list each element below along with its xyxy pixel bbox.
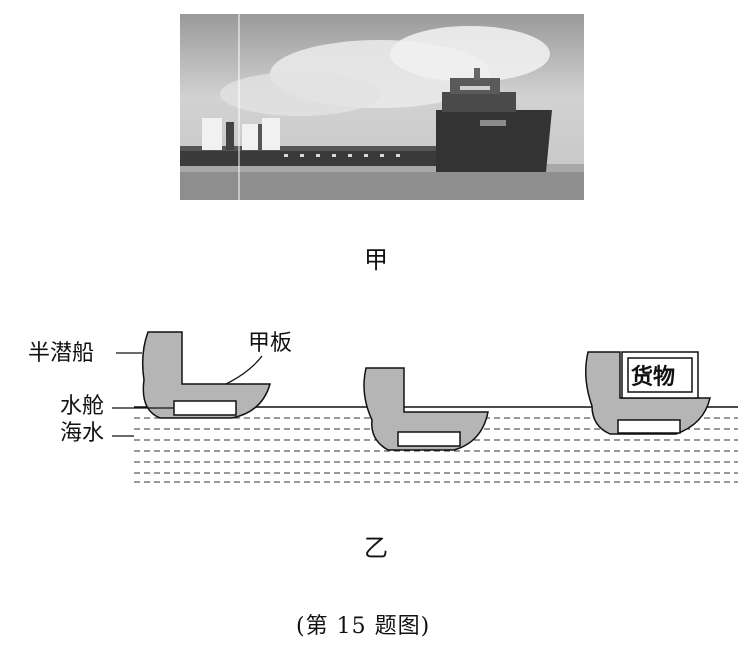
cargo-box-inner [627, 357, 693, 393]
ship-1-hull [141, 331, 271, 419]
ship-3-tank [617, 419, 681, 434]
label-deck: 甲板 [248, 331, 292, 356]
label-sea: 海水 [60, 421, 104, 446]
label-tank: 水舱 [60, 394, 104, 419]
label-ship: 半潜船 [28, 341, 94, 366]
ship-2-hull [363, 367, 489, 451]
ship-1-tank [173, 400, 237, 416]
diagram-caption: 乙 [364, 534, 388, 562]
ship-3-hull [585, 351, 711, 435]
ship-photo [180, 14, 584, 200]
photo-caption: 甲 [364, 246, 388, 274]
loading-diagram: 货物 半潜船 甲板 水舱 海水 [28, 331, 738, 483]
cargo-label: 货物 [631, 364, 675, 390]
ship-2-tank [397, 431, 461, 447]
figure-caption: (第 15 题图) [296, 614, 431, 639]
